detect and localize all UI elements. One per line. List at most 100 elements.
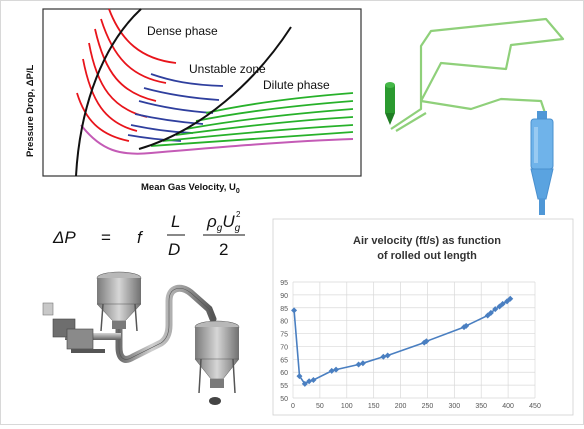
data-point-marker bbox=[301, 380, 308, 387]
data-point-marker bbox=[487, 309, 494, 316]
cyclone-highlight bbox=[534, 127, 538, 163]
data-point-marker bbox=[499, 300, 506, 307]
x-tick-label: 50 bbox=[316, 403, 324, 410]
y-tick-label: 55 bbox=[280, 383, 288, 390]
silo-valve bbox=[210, 379, 224, 388]
data-point-marker bbox=[310, 376, 317, 383]
cyclone-outlet bbox=[539, 199, 545, 215]
dense-curve bbox=[76, 92, 130, 142]
x-tick-label: 400 bbox=[502, 403, 514, 410]
air-velocity-chart: Air velocity (ft/s) as function of rolle… bbox=[272, 218, 574, 416]
y-tick-label: 60 bbox=[280, 370, 288, 377]
dilute-curve bbox=[205, 92, 354, 114]
receiving-silo bbox=[194, 320, 240, 405]
cyclone-inlet bbox=[537, 111, 547, 119]
phase-y-axis-label: Pressure Drop, ΔP/L bbox=[25, 64, 36, 157]
feed-hopper-leg bbox=[134, 303, 138, 332]
data-point-marker bbox=[463, 322, 470, 329]
dilute-phase-curves bbox=[150, 92, 354, 147]
feed-vessel-cone bbox=[385, 113, 395, 125]
data-point-marker bbox=[333, 366, 340, 373]
data-point-marker bbox=[306, 378, 313, 385]
data-point-marker bbox=[492, 306, 499, 313]
x-tick-label: 300 bbox=[448, 403, 460, 410]
feed-hopper-leg bbox=[100, 303, 104, 332]
equation-equals: = bbox=[101, 228, 111, 247]
y-tick-label: 70 bbox=[280, 344, 288, 351]
x-tick-label: 250 bbox=[422, 403, 434, 410]
feed-vessel-body bbox=[385, 85, 395, 113]
equation-D: D bbox=[168, 240, 180, 259]
x-tick-label: 100 bbox=[341, 403, 353, 410]
silo-leg bbox=[232, 358, 236, 394]
dilute-curve bbox=[175, 116, 354, 136]
silo-leg bbox=[198, 358, 202, 394]
data-point-marker bbox=[384, 352, 391, 359]
chart-x-tick-labels: 0 50 100 150 200 250 300 350 400 450 bbox=[291, 403, 541, 410]
pipeline-3d-sketch bbox=[385, 17, 565, 215]
dense-curve bbox=[108, 8, 177, 64]
pressure-drop-equation: ΔP = f L D ρgUg 2 2 bbox=[52, 210, 245, 259]
x-tick-label: 150 bbox=[368, 403, 380, 410]
conveying-pipe-outline bbox=[118, 288, 214, 360]
chart-title-line-2: of rolled out length bbox=[377, 250, 477, 262]
dilute-curve bbox=[195, 100, 354, 122]
dilute-curve bbox=[162, 124, 354, 142]
phase-diagram: Dense phase Unstable zone Dilute phase P… bbox=[25, 8, 362, 195]
feed-vessel bbox=[385, 82, 395, 125]
data-point-marker bbox=[355, 361, 362, 368]
dense-phase-curves bbox=[76, 8, 177, 142]
phase-x-axis-label: Mean Gas Velocity, U0 bbox=[141, 182, 240, 195]
blower-unit bbox=[42, 302, 105, 353]
blower-base bbox=[71, 349, 105, 353]
conveying-system-3d bbox=[42, 271, 240, 405]
unstable-curve bbox=[127, 134, 182, 142]
data-point-marker bbox=[359, 360, 366, 367]
x-tick-label: 0 bbox=[291, 403, 295, 410]
y-tick-label: 75 bbox=[280, 332, 288, 339]
data-point-marker bbox=[296, 373, 303, 380]
data-point-marker bbox=[291, 307, 298, 314]
x-tick-label: 450 bbox=[529, 403, 541, 410]
equation-exponent: 2 bbox=[236, 210, 241, 219]
unstable-curve bbox=[150, 73, 224, 87]
y-tick-label: 90 bbox=[280, 293, 288, 300]
chart-frame bbox=[272, 218, 574, 416]
chart-gridlines bbox=[292, 281, 536, 399]
pipeline-route bbox=[390, 17, 565, 130]
dilute-curve bbox=[185, 108, 354, 130]
x-tick-label: 350 bbox=[475, 403, 487, 410]
equation-numerator: ρgUg bbox=[206, 212, 241, 234]
dense-boundary-line bbox=[75, 8, 142, 177]
y-tick-label: 95 bbox=[280, 280, 288, 287]
dilute-phase-label: Dilute phase bbox=[263, 78, 330, 92]
data-point-marker bbox=[507, 295, 514, 302]
y-tick-label: 85 bbox=[280, 306, 288, 313]
feed-hopper-cone bbox=[96, 303, 142, 322]
dense-curve bbox=[94, 28, 157, 102]
equation-lhs: ΔP bbox=[52, 228, 76, 247]
data-point-marker bbox=[328, 367, 335, 374]
dense-curve bbox=[100, 18, 167, 84]
equation-friction-factor: f bbox=[137, 228, 144, 247]
feed-hopper-body bbox=[97, 278, 141, 304]
cyclone-separator bbox=[530, 111, 554, 215]
unstable-zone-curves bbox=[127, 73, 224, 142]
silo-body bbox=[195, 327, 239, 359]
chart-title-line-1: Air velocity (ft/s) as function bbox=[353, 235, 501, 247]
unstable-zone-label: Unstable zone bbox=[189, 62, 266, 76]
feed-vessel-top bbox=[385, 82, 395, 88]
y-tick-label: 50 bbox=[280, 396, 288, 403]
pipeline-branch bbox=[395, 112, 427, 132]
unstable-curve bbox=[138, 100, 214, 114]
dense-phase-label: Dense phase bbox=[147, 24, 218, 38]
unstable-curve bbox=[143, 87, 220, 101]
air-filter bbox=[42, 302, 54, 316]
cyclone-cone bbox=[530, 168, 554, 200]
x-tick-label: 200 bbox=[395, 403, 407, 410]
dilute-curve bbox=[150, 131, 354, 147]
silo-outlet-fitting bbox=[209, 397, 221, 405]
minimum-pressure-curve bbox=[80, 124, 354, 155]
